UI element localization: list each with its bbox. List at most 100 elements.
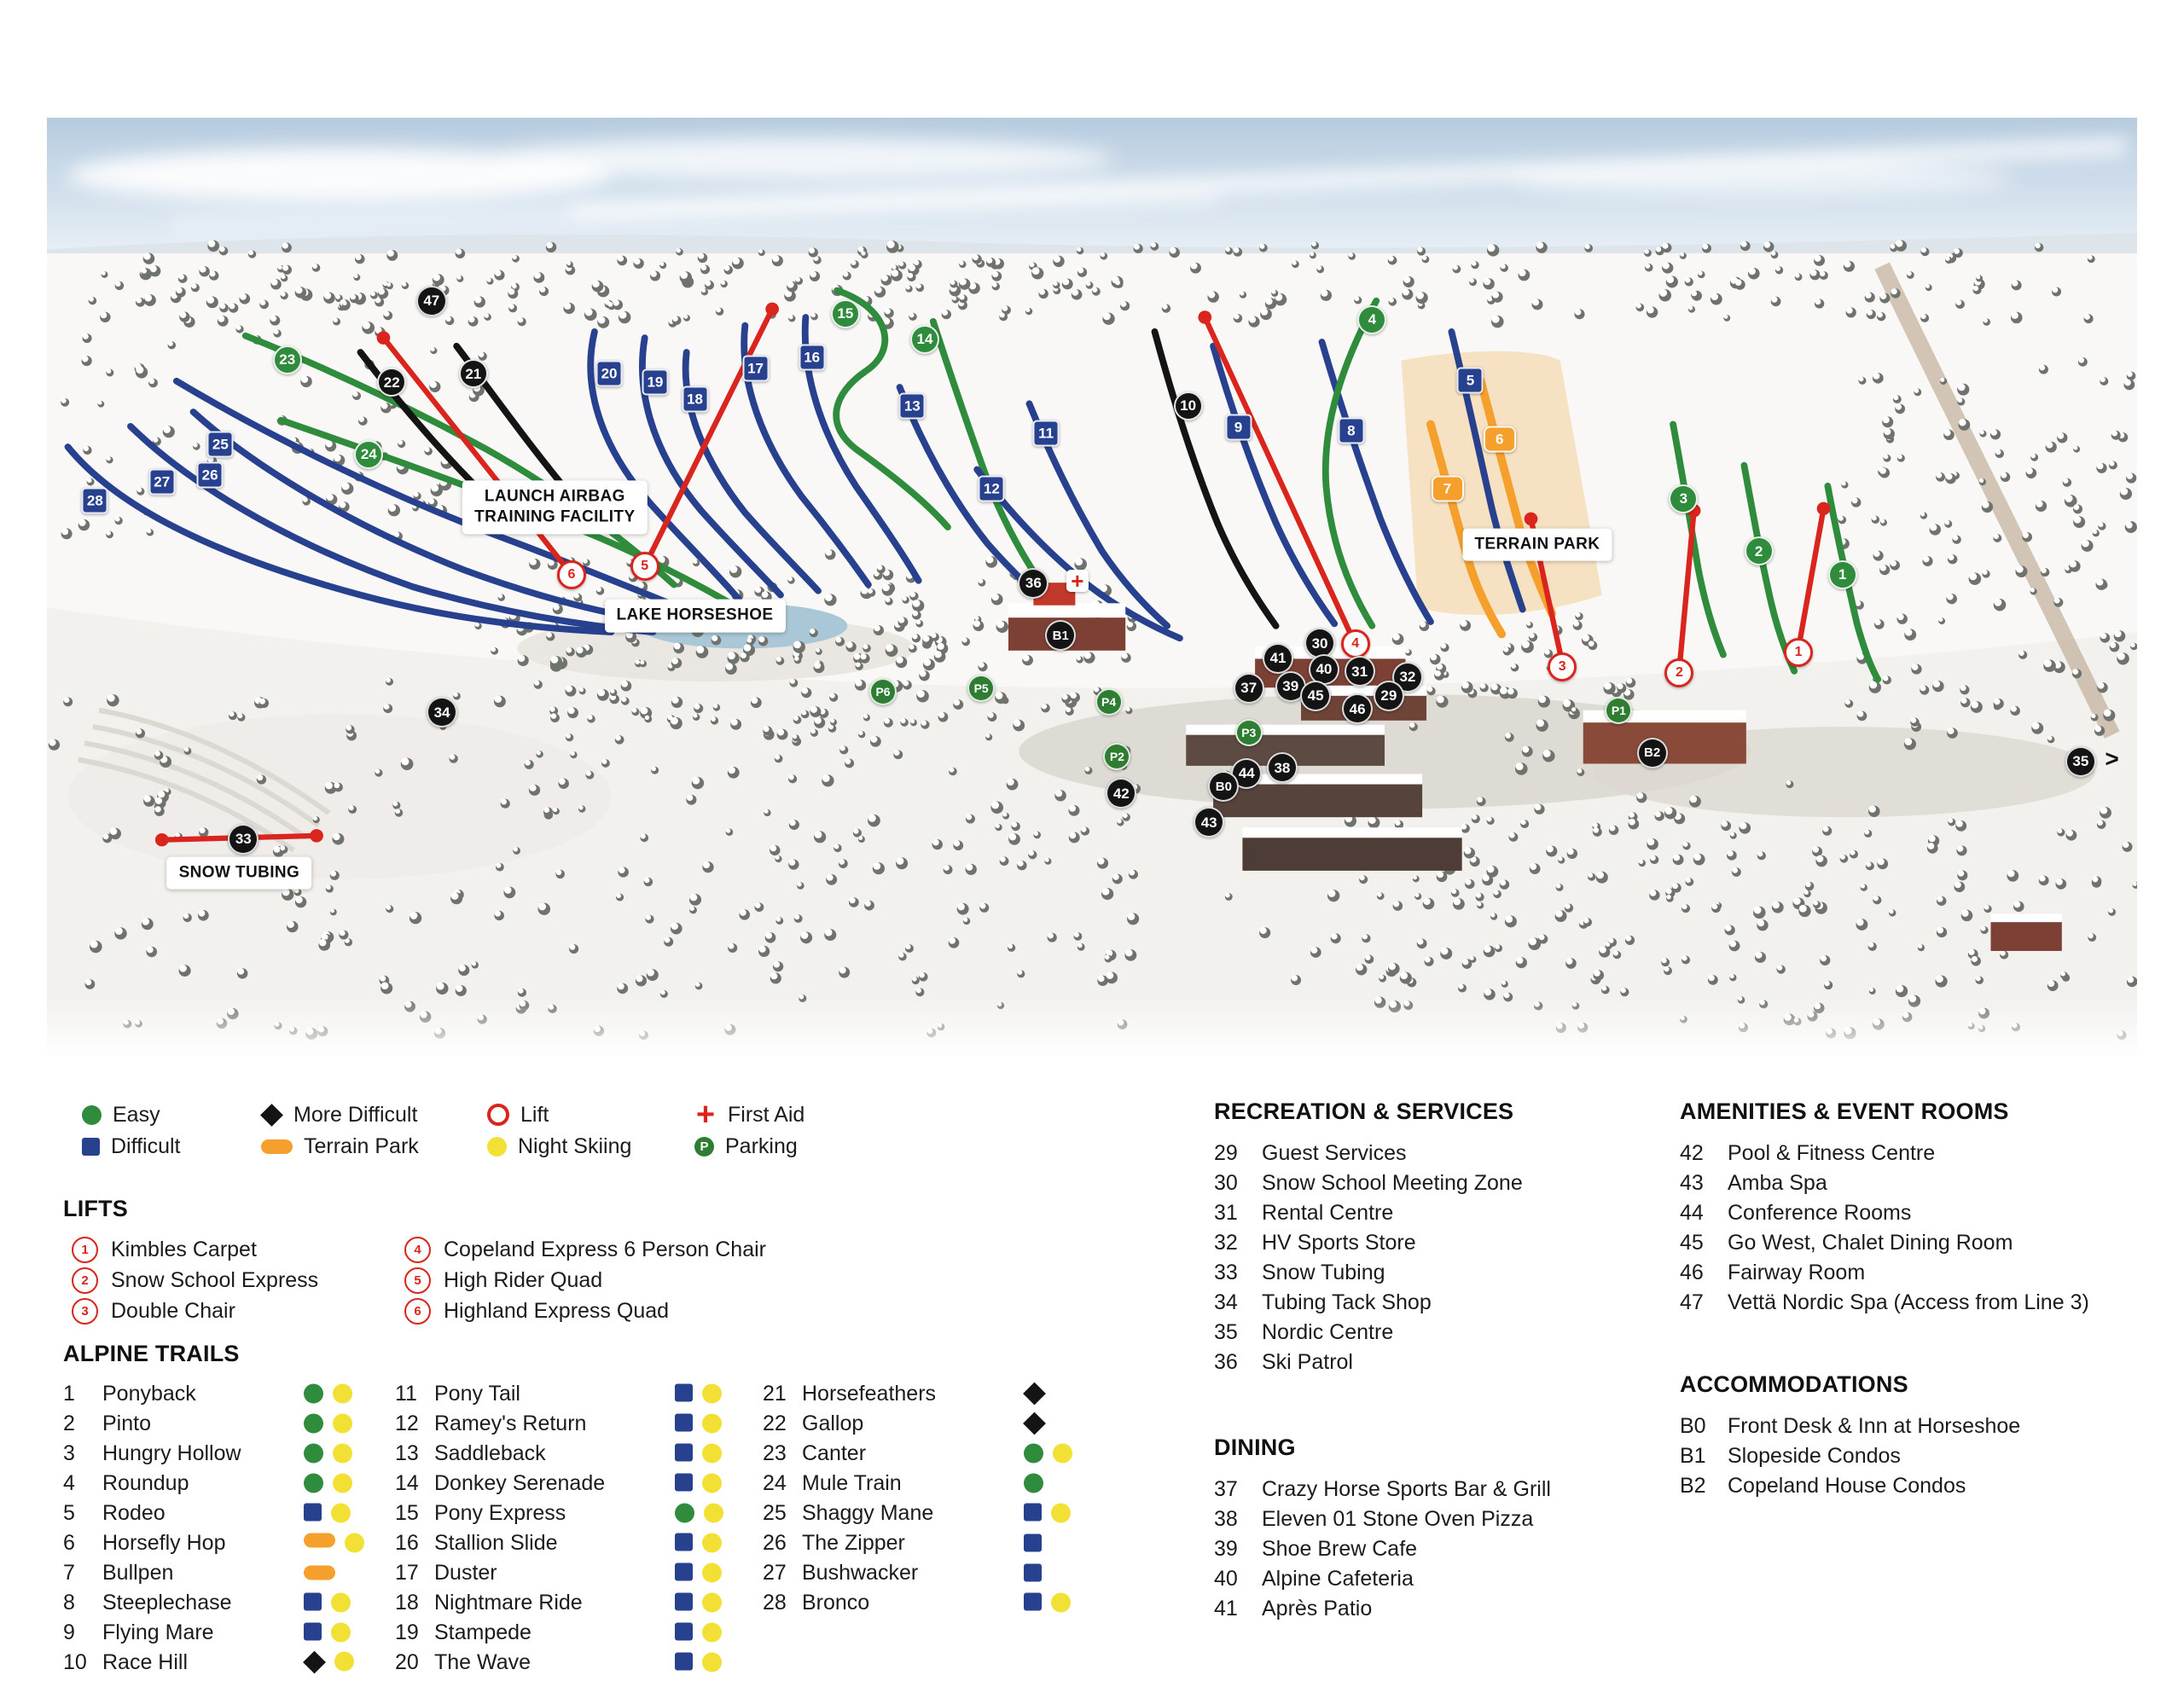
amenity-number: 42 [1680, 1141, 1704, 1165]
recreation-name: HV Sports Store [1262, 1231, 1416, 1255]
more-icon [260, 1103, 283, 1127]
dining-number: 38 [1214, 1507, 1238, 1531]
map-parking-marker-P2: P2 [1103, 743, 1131, 771]
trail-difficulty-icons [675, 1562, 722, 1583]
trail-difficulty-icons [675, 1533, 722, 1553]
recreation-item-33: 33 Snow Tubing [1214, 1258, 1523, 1288]
map-service-marker-29: 29 [1373, 680, 1404, 711]
map-lift-marker-1: 1 [1784, 638, 1814, 667]
night-icon [331, 1592, 351, 1613]
trail-name: Canter [802, 1441, 867, 1465]
amenity-name: Conference Rooms [1728, 1201, 1912, 1225]
legend-label: Easy [113, 1102, 160, 1127]
legend-label: More Difficult [293, 1102, 418, 1127]
accommodation-number: B0 [1680, 1414, 1706, 1438]
trail-difficulty-icons [304, 1443, 352, 1464]
map-building-marker-B1: B1 [1045, 620, 1077, 652]
trail-difficulty-icons [304, 1413, 352, 1434]
legend-item-difficult: Difficult [82, 1133, 181, 1159]
map-trail-marker-22: 22 [377, 368, 407, 397]
difficult-icon [304, 1622, 322, 1641]
difficult-icon [675, 1652, 693, 1671]
night-icon [702, 1533, 722, 1553]
night-icon [702, 1622, 722, 1643]
map-trail-marker-27: 27 [148, 468, 176, 496]
alpine-trails-heading: ALPINE TRAILS [63, 1341, 240, 1366]
difficult-icon [675, 1592, 693, 1611]
parking-icon: P [694, 1136, 714, 1157]
difficult-icon [1024, 1592, 1042, 1611]
dining-number: 39 [1214, 1537, 1238, 1561]
map-trail-marker-28: 28 [81, 487, 108, 514]
trail-name: Gallop [802, 1411, 864, 1435]
night-icon [345, 1533, 364, 1553]
map-trail-marker-21: 21 [458, 359, 488, 389]
trail-name: Ramey's Return [434, 1411, 587, 1435]
dining-name: Alpine Cafeteria [1262, 1567, 1414, 1591]
clouds [67, 138, 2128, 230]
difficult-icon [1024, 1503, 1042, 1522]
amenity-name: Fairway Room [1728, 1261, 1866, 1284]
trail-number: 8 [63, 1590, 75, 1615]
map-trail-marker-6: 6 [1483, 426, 1516, 453]
map-trail-marker-5: 5 [1456, 367, 1484, 394]
map-lift-marker-4: 4 [1340, 629, 1370, 659]
map-building-marker-B0: B0 [1208, 771, 1240, 803]
map-lift-marker-5: 5 [630, 551, 659, 581]
amenity-number: 46 [1680, 1261, 1704, 1284]
more-icon [1023, 1412, 1046, 1435]
trail-difficulty-icons [675, 1443, 722, 1464]
recreation-name: Snow Tubing [1262, 1261, 1385, 1284]
recreation-number: 34 [1214, 1290, 1238, 1314]
lift-name: Copeland Express 6 Person Chair [444, 1237, 766, 1261]
map-trail-marker-1: 1 [1827, 559, 1857, 589]
recreation-number: 30 [1214, 1171, 1238, 1195]
map-parking-marker-P6: P6 [869, 678, 897, 706]
easy-icon [82, 1104, 102, 1125]
easy-icon [1024, 1443, 1043, 1464]
map-trail-marker-2: 2 [1744, 536, 1774, 566]
night-icon [702, 1443, 722, 1464]
trail-difficulty-icons [1024, 1533, 1042, 1552]
more-icon [1023, 1382, 1046, 1406]
night-icon [702, 1473, 722, 1493]
map-label-terrain-park: TERRAIN PARK [1462, 528, 1612, 561]
lift-name: Kimbles Carpet [111, 1237, 257, 1261]
amenity-item-46: 46 Fairway Room [1680, 1258, 2089, 1288]
trail-difficulty-icons [304, 1473, 352, 1493]
legend-item-easy: Easy [82, 1102, 160, 1128]
trail-difficulty-icons [1024, 1443, 1072, 1464]
legend-label: Lift [520, 1102, 549, 1127]
trail-name: Pony Express [434, 1500, 566, 1525]
map-trail-marker-8: 8 [1338, 417, 1365, 444]
map-service-marker-36: 36 [1018, 567, 1049, 599]
amenity-name: Vettä Nordic Spa (Access from Line 3) [1728, 1290, 2089, 1314]
map-trail-marker-12: 12 [978, 475, 1005, 501]
map-trail-marker-7: 7 [1431, 475, 1464, 501]
recreation-name: Guest Services [1262, 1141, 1407, 1165]
recreation-number: 33 [1214, 1261, 1238, 1284]
legend-label: Difficult [111, 1133, 181, 1158]
trail-difficulty-icons [1023, 1412, 1046, 1435]
lift-name: High Rider Quad [444, 1267, 603, 1292]
terrain-icon [304, 1533, 335, 1548]
map-service-marker-33: 33 [228, 823, 259, 855]
